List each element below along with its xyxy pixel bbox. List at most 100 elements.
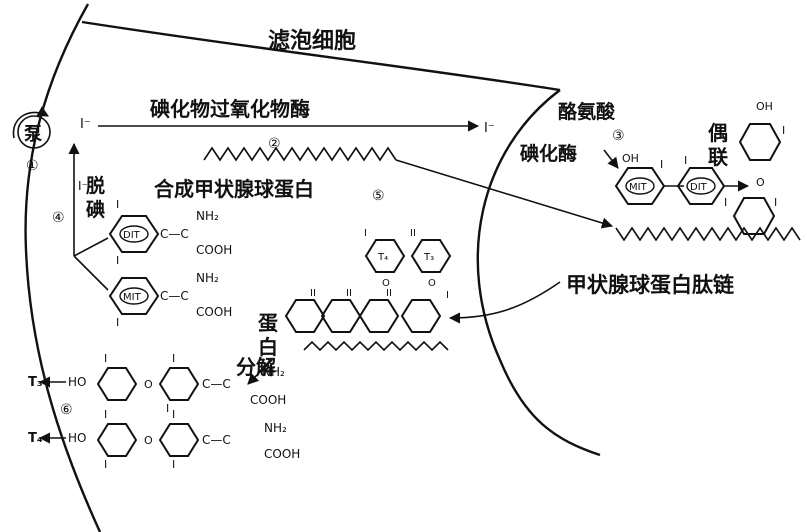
deiodination-label-b: 碘: [85, 198, 105, 221]
synthesis-to-chain-arrow: [395, 159, 614, 229]
proteolysis-arrow: [247, 359, 273, 385]
coupled-o-bridge: O: [756, 176, 765, 189]
bound-lower-zigzag: [303, 340, 449, 352]
step-4-marker: ④: [52, 210, 65, 226]
pump-circle: [17, 115, 51, 149]
deiodination-label-a: 脱: [86, 174, 105, 197]
pump-label: 泵: [24, 124, 42, 145]
t3-right-iodine-bottom: I: [166, 402, 169, 415]
free-mit-nh2: NH₂: [196, 271, 219, 285]
bound-t3-iodines: II: [410, 228, 416, 239]
coupled-lower-iodine-left: I: [724, 196, 727, 209]
coupled-lower-iodine-right: I: [774, 196, 777, 209]
peroxidase-label: 碘化物过氧化物酶: [150, 97, 310, 121]
iodide-pump: 泵 ①: [12, 106, 51, 174]
t4-product-molecule: T₄ HO I I O I I C—C NH₂ COOH: [28, 408, 300, 471]
free-dit-text: DIT: [123, 230, 141, 241]
bound-t4-ring: [364, 239, 406, 273]
bound-ring-1-iodines: II: [310, 288, 316, 299]
t4-nh2: NH₂: [264, 421, 287, 435]
free-dit-chain: C—C: [160, 227, 189, 241]
free-dit-nh2: NH₂: [196, 209, 219, 223]
colloid-mit-oval: [625, 177, 655, 195]
colloid-mit-iodine: I: [660, 158, 663, 171]
thyroglobulin-bound-residues: II II II I T₄ I O T₃ II O: [284, 228, 452, 352]
colloid-mit-text: MIT: [629, 182, 648, 193]
synthesis-label: 合成甲状腺球蛋白: [154, 177, 314, 201]
proteolysis-label-b: 白: [258, 335, 278, 359]
coupling-label-b: 联: [708, 145, 728, 169]
t4-right-iodine-bottom: I: [172, 458, 175, 471]
step-2-marker: ②: [268, 136, 281, 152]
t4-ho: HO: [68, 431, 86, 445]
pump-rotation-arrow: [12, 106, 49, 139]
free-mit-ring: [108, 277, 160, 315]
t4-oxygen: O: [144, 434, 153, 447]
deiod-branch-to-mit: [73, 255, 109, 291]
coupled-lower-ring: [732, 197, 776, 235]
free-dit-oval: [119, 225, 149, 243]
free-mit-oval: [119, 287, 149, 305]
bound-ring-2: [320, 299, 362, 333]
follicle-cell-outer-boundary: [24, 3, 102, 532]
free-dit-cooh: COOH: [196, 243, 232, 257]
t4-right-iodine-top: I: [172, 408, 175, 421]
bound-ring-1: [284, 299, 326, 333]
colloid-dit-ring: [676, 167, 726, 205]
t4-right-ring: [158, 423, 200, 457]
t3-oxygen: O: [144, 378, 153, 391]
thyroglobulin-chain-label: 甲状腺球蛋白肽链: [566, 273, 735, 297]
iodination-label: 碘化酶: [519, 142, 577, 165]
colloid-dit-iodine: I: [684, 154, 687, 167]
colloid-mit-ring: [614, 167, 666, 205]
free-mit-cooh: COOH: [196, 305, 232, 319]
chain-uptake-arrow: [448, 281, 561, 324]
coupled-top-iodine: I: [782, 124, 785, 137]
follicle-colloid-boundary: [476, 89, 601, 457]
colloid-dit-oval: [686, 177, 716, 195]
free-mit-text: MIT: [123, 292, 142, 303]
step-6-marker: ⑥: [60, 402, 73, 418]
bound-ring-4-iodine: I: [446, 290, 449, 301]
follicle-cell-label: 滤泡细胞: [268, 28, 356, 54]
bound-t3-ring: [410, 239, 452, 273]
proteolysis-label-a: 蛋: [258, 311, 278, 335]
t3-right-ring: [158, 367, 200, 401]
t4-chain: C—C: [202, 433, 231, 447]
bound-t3-label: T₃: [423, 252, 434, 263]
free-mit-chain: C—C: [160, 289, 189, 303]
bound-t4-oxygen: O: [382, 278, 390, 289]
colloid-dit-text: DIT: [690, 182, 708, 193]
colloid-zigzag-chain: [615, 226, 801, 242]
bound-ring-3: [358, 299, 400, 333]
colloid-mit-oh: OH: [622, 152, 639, 165]
t3-chain: C—C: [202, 377, 231, 391]
t4-left-iodine-bottom: I: [104, 458, 107, 471]
t3-product-molecule: T₃ HO I O I I C—C NH₂ COOH: [28, 352, 286, 415]
t3-left-ring: [96, 367, 138, 401]
coupled-upper-ring: [738, 123, 782, 161]
follicle-cell-top-boundary: [81, 20, 561, 92]
bound-t4-iodine-top: I: [364, 228, 367, 239]
bound-t3-oxygen: O: [428, 278, 436, 289]
bound-t4-label: T₄: [377, 252, 388, 263]
t3-cooh: COOH: [250, 393, 286, 407]
free-dit-molecule: I DIT I C—C NH₂ COOH: [108, 198, 232, 267]
t3-left-iodine: I: [104, 352, 107, 365]
coupled-product-rings: OH I O I I: [724, 100, 785, 235]
synthesis-zigzag-chain: [203, 146, 397, 162]
free-dit-ring: [108, 215, 160, 253]
t4-left-ring: [96, 423, 138, 457]
deiod-branch-to-dit: [73, 237, 109, 257]
t4-cooh: COOH: [264, 447, 300, 461]
t3-nh2: NH₂: [262, 365, 285, 379]
step-5-marker: ⑤: [372, 188, 385, 204]
coupled-top-oh: OH: [756, 100, 773, 113]
free-dit-iodine-bottom: I: [116, 254, 119, 267]
iodide-left: I⁻: [80, 117, 91, 132]
t3-ho: HO: [68, 375, 86, 389]
bound-ring-2-iodines: II: [346, 288, 352, 299]
step-3-marker: ③: [612, 128, 625, 144]
iodination-arrow: [603, 149, 619, 169]
